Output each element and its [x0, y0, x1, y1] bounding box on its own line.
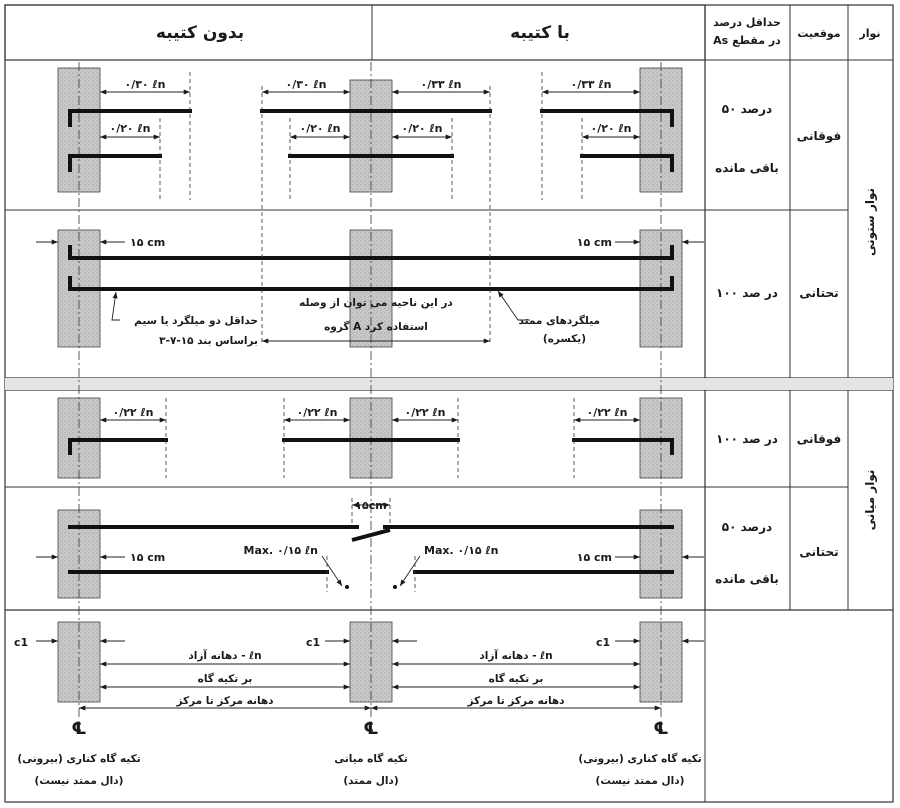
rebar-cs-top-left-long: [68, 109, 192, 127]
note-continuous-1: میلگردهای ممتد: [519, 314, 601, 327]
centerlines: [78, 62, 662, 718]
column-strip-label: نوار ستونی: [863, 188, 878, 256]
separator-band: [5, 378, 893, 390]
middle-strip-label: نوار میانی: [863, 470, 878, 531]
cs-top-percent-2: باقی مانده: [715, 161, 779, 175]
clear-span-left: دهانه آزاد - ℓn: [188, 649, 261, 662]
note-min-bars-1: حداقل دو میلگرد یا سیم: [134, 314, 258, 327]
cl-symbol-right: ℄: [653, 719, 668, 739]
ms-top-percent: ۱۰۰ در صد: [716, 432, 778, 446]
dim-ms-max-left: Max. ۰/۱۵ ℓn: [244, 544, 318, 557]
rebar-cs-top-right-long: [540, 109, 674, 127]
dim-ms-top-right: ۰/۲۲ ℓn: [586, 406, 627, 419]
max-dots: [345, 585, 397, 589]
dim-cs-top-mid-left-short: ۰/۲۰ ℓn: [299, 122, 340, 135]
ext-support-right-1: تکیه گاه کناری (بیرونی): [578, 752, 701, 765]
dim-cs-bottom-left-15cm: ۱۵ cm: [130, 236, 165, 249]
dim-ms-lap-15cm: ۱۵cm: [355, 499, 386, 512]
ms-top-position: فوقانی: [797, 432, 841, 447]
header-without-drop-panel: بدون کتیبه: [156, 23, 244, 43]
dim-cs-bottom-right-15cm: ۱۵ cm: [577, 236, 612, 249]
header-left-box: [4, 4, 706, 61]
header-position: موقعیت: [797, 27, 840, 40]
note-continuous-2: (یکسره): [543, 333, 586, 345]
dim-ms-bottom-right-15cm: ۱۵ cm: [577, 551, 612, 564]
header-strip: نوار: [858, 27, 880, 40]
cl-symbol-middle: ℄: [363, 719, 378, 739]
dim-ms-top-mid-left: ۰/۲۲ ℓn: [296, 406, 337, 419]
ms-bottom-percent-1: ۵۰ درصد: [722, 520, 772, 534]
dim-cs-top-mid-right-short: ۰/۲۰ ℓn: [401, 122, 442, 135]
header-with-drop-panel: با کتیبه: [510, 23, 570, 43]
rebar-cs-bottom-2: [68, 276, 674, 291]
rebar-lap-slant: [351, 528, 391, 542]
ms-bottom-percent-2: باقی مانده: [715, 572, 779, 586]
dim-ms-max-right: Max. ۰/۱۵ ℓn: [424, 544, 498, 557]
cs-top-position: فوقانی: [797, 129, 841, 144]
ms-bottom-position: تحتانی: [799, 545, 838, 559]
ext-support-left-1: تکیه گاه کناری (بیرونی): [17, 752, 140, 765]
cs-bottom-percent: ۱۰۰ در صد: [716, 286, 778, 300]
ext-support-left-2: (دال ممتد نیست): [35, 775, 124, 787]
center-span-left: دهانه مرکز تا مرکز: [175, 695, 274, 707]
dim-ms-top-mid-right: ۰/۲۲ ℓn: [404, 406, 445, 419]
rebar-cs-top-left-short: [68, 154, 162, 172]
ext-support-right-2: (دال ممتد نیست): [596, 775, 685, 787]
dim-cs-top-mid-left-long: ۰/۳۰ ℓn: [285, 78, 326, 91]
int-support-2: (دال ممتد): [343, 775, 398, 787]
c1-middle: c1: [306, 636, 320, 649]
rebar-ms-top-right: [572, 438, 674, 455]
dimension-lines: [36, 89, 704, 711]
rebar-ms-top-left: [68, 438, 168, 455]
cl-symbol-left: ℄: [71, 719, 86, 739]
columns: [57, 62, 683, 718]
rebar-cs-top-right-short: [580, 154, 674, 172]
cs-top-percent-1: ۵۰ درصد: [722, 102, 772, 116]
note-min-bars-2: براساس بند ۱۵-۷-۳: [159, 335, 258, 347]
center-span-right: دهانه مرکز تا مرکز: [466, 695, 565, 707]
on-support-right: بر تکیه گاه: [489, 672, 544, 685]
rebar-cs-bottom-1: [68, 245, 674, 260]
dim-cs-top-right-long: ۰/۳۳ ℓn: [570, 78, 611, 91]
cs-bottom-position: تحتانی: [799, 286, 838, 300]
clear-span-right: دهانه آزاد - ℓn: [479, 649, 552, 662]
dim-cs-top-left-short: ۰/۲۰ ℓn: [109, 122, 150, 135]
on-support-left: بر تکیه گاه: [198, 672, 253, 685]
note-splice-1: در این ناحیه می توان از وصله: [299, 297, 453, 309]
c1-left: c1: [14, 636, 28, 649]
int-support-1: تکیه گاه میانی: [334, 752, 408, 765]
c1-right: c1: [596, 636, 610, 649]
dashed-lines: [159, 72, 583, 592]
header-min-as-2: As در مقطع: [713, 34, 781, 47]
note-splice-2: گروه A استفاده کرد: [324, 320, 428, 333]
dim-cs-top-left-long: ۰/۳۰ ℓn: [124, 78, 165, 91]
dim-ms-bottom-left-15cm: ۱۵ cm: [130, 551, 165, 564]
rebars: [68, 109, 674, 574]
dim-ms-top-left: ۰/۲۲ ℓn: [112, 406, 153, 419]
left-column: [57, 67, 101, 703]
dim-cs-top-mid-right-long: ۰/۳۳ ℓn: [420, 78, 461, 91]
dim-cs-top-right-short: ۰/۲۰ ℓn: [590, 122, 631, 135]
header-min-as-1: حداقل درصد: [713, 16, 781, 29]
